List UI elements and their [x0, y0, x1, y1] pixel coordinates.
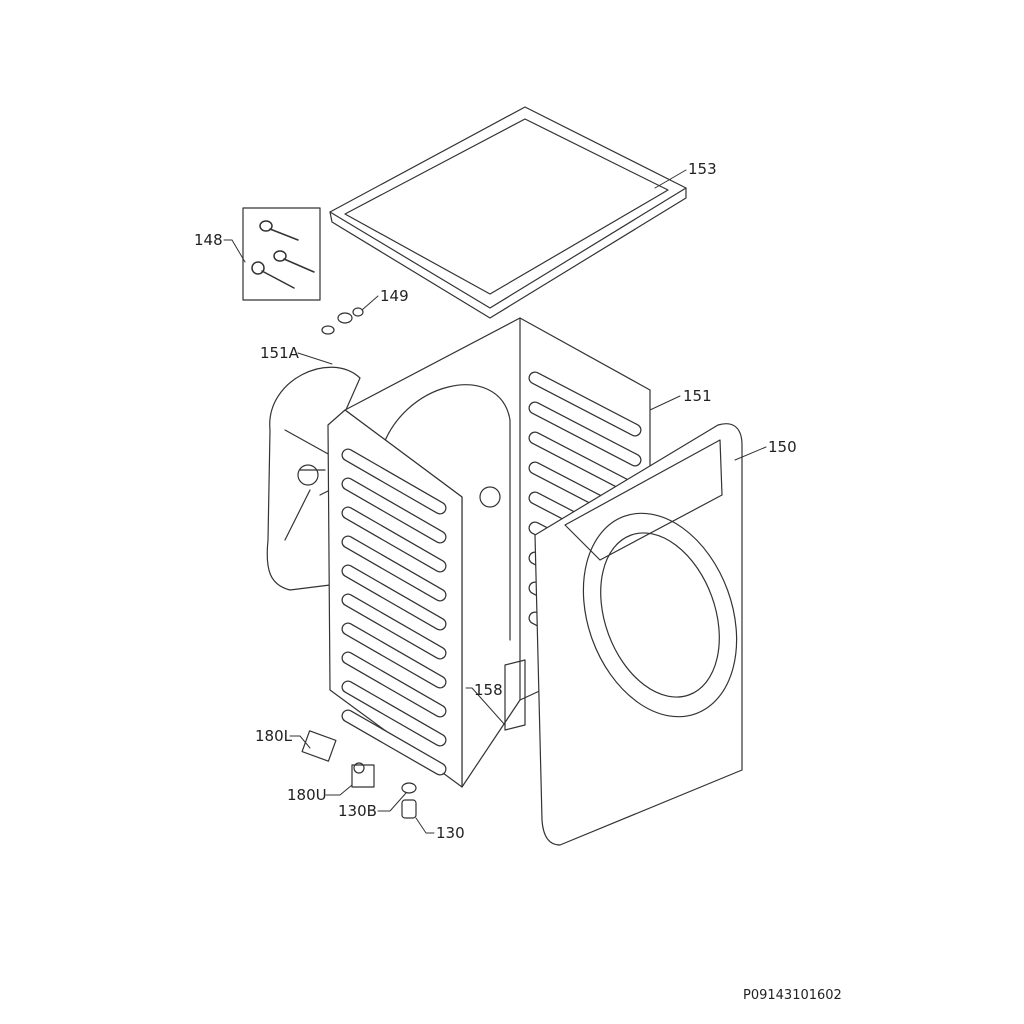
- label-180L: 180L: [255, 727, 292, 745]
- panel-stripe: [342, 565, 446, 630]
- part-150-front-panel: [534, 423, 743, 846]
- panel-stripe: [342, 536, 446, 601]
- panel-stripe: [342, 652, 446, 717]
- label-148: 148: [194, 231, 223, 249]
- panel-stripe: [342, 623, 446, 688]
- part-148-transit-bolts: [242, 207, 321, 301]
- panel-stripe: [342, 478, 446, 543]
- label-158: 158: [474, 681, 503, 699]
- part-180U: [351, 762, 375, 788]
- part-153-top-panel: [329, 106, 687, 319]
- part-130B: [401, 782, 417, 794]
- leader-lines: [223, 169, 767, 834]
- label-130B: 130B: [338, 802, 377, 820]
- panel-stripe: [529, 432, 641, 496]
- panel-stripe: [342, 681, 446, 746]
- part-149-clips: [321, 307, 364, 335]
- panel-stripe: [529, 372, 641, 436]
- label-150: 150: [768, 438, 797, 456]
- left-panel-stripes: [341, 448, 447, 776]
- part-151A-side-panel: [266, 366, 361, 591]
- part-180L: [301, 730, 337, 762]
- panel-stripe: [342, 507, 446, 572]
- label-151: 151: [683, 387, 712, 405]
- drawing-code: P09143101602: [743, 988, 842, 1003]
- label-130: 130: [436, 824, 465, 842]
- label-149: 149: [380, 287, 409, 305]
- part-130: [401, 799, 417, 819]
- panel-stripe: [342, 449, 446, 514]
- panel-stripe: [342, 594, 446, 659]
- panel-stripe: [342, 710, 446, 775]
- label-153: 153: [688, 160, 717, 178]
- panel-stripe: [529, 402, 641, 466]
- label-151A: 151A: [260, 344, 299, 362]
- label-180U: 180U: [287, 786, 327, 804]
